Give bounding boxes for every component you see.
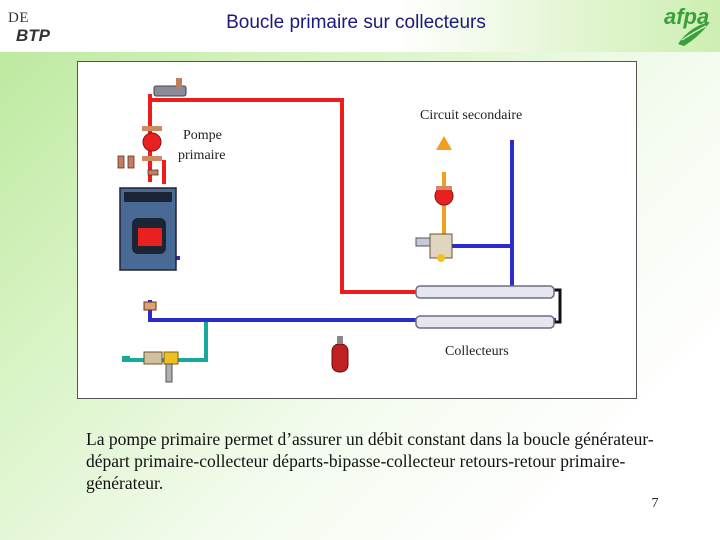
diagram-drawing bbox=[117, 78, 562, 383]
logo-left-line2: BTP bbox=[16, 26, 50, 45]
secondary-circuit-label: Circuit secondaire bbox=[420, 108, 523, 123]
header-band bbox=[0, 0, 720, 52]
primary-pump-icon bbox=[142, 126, 162, 161]
isolation-valves-icon bbox=[117, 155, 159, 176]
secondary-pump-icon bbox=[434, 186, 454, 206]
primary-pump-label-line2: primaire bbox=[178, 148, 226, 163]
boiler bbox=[119, 187, 177, 271]
de-btp-logo: DE BTP bbox=[6, 8, 70, 48]
collectors bbox=[415, 285, 555, 329]
make-up-valve-icon bbox=[122, 351, 179, 383]
collectors-label: Collecteurs bbox=[445, 344, 509, 359]
slide-title: Boucle primaire sur collecteurs bbox=[226, 12, 486, 33]
page-number: 7 bbox=[651, 496, 659, 511]
supply-pipes bbox=[148, 94, 420, 294]
return-valve-icon bbox=[143, 301, 157, 311]
primary-pump-label-line1: Pompe bbox=[183, 128, 222, 143]
mixing-valve-icon bbox=[415, 233, 453, 262]
supply-to-collector bbox=[340, 98, 420, 294]
afpa-logo: afpa bbox=[660, 4, 716, 50]
supply-collector bbox=[415, 285, 555, 299]
air-vent-icon bbox=[153, 78, 187, 97]
logo-left-line1: DE bbox=[8, 10, 29, 26]
return-collector bbox=[415, 315, 555, 329]
bypass-pipe bbox=[554, 288, 562, 324]
heating-diagram: Circuit secondaire Pompe primaire Collec… bbox=[77, 61, 637, 399]
afpa-leaf-icon bbox=[678, 22, 710, 46]
expansion-vessel-icon bbox=[331, 336, 349, 373]
explanation-caption: La pompe primaire permet d’assurer un dé… bbox=[86, 429, 654, 493]
